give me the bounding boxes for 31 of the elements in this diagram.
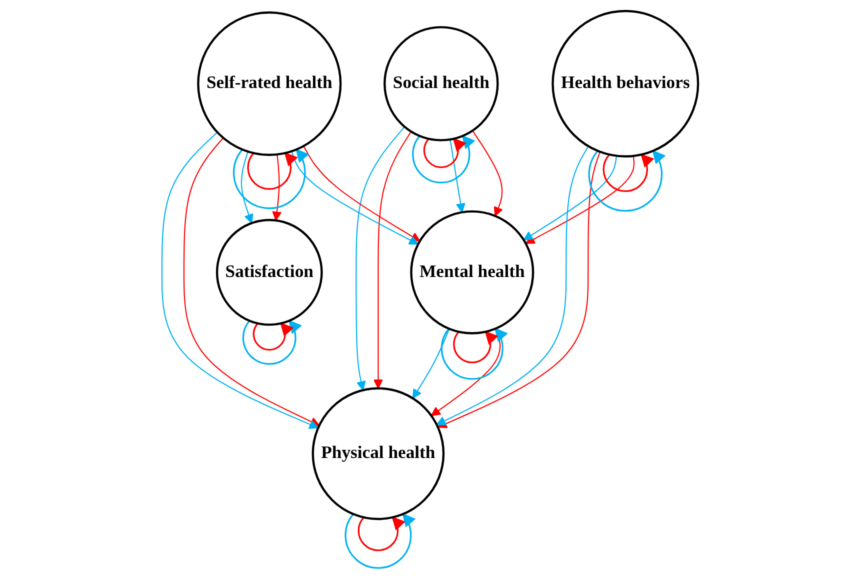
node-circle: Satisfaction xyxy=(216,218,323,326)
self-loop-arrow xyxy=(344,513,416,569)
self-loop-arrow xyxy=(247,152,298,190)
self-loop-arrow xyxy=(233,148,309,210)
self-loop-arrow xyxy=(412,134,476,184)
arrow xyxy=(303,146,420,242)
self-loop-arrow xyxy=(242,320,302,365)
self-loop-arrow xyxy=(423,138,466,168)
self-loop-arrow xyxy=(252,322,294,351)
arrow xyxy=(161,132,319,429)
self-loop-arrow xyxy=(453,330,498,364)
arrow xyxy=(450,139,466,213)
self-loop-arrow xyxy=(602,154,654,192)
node-circle: Health behaviors xyxy=(552,10,700,158)
self-loop-arrow xyxy=(588,150,666,212)
arrow xyxy=(183,138,320,426)
node-circle: Physical health xyxy=(312,387,445,520)
arrow xyxy=(291,151,419,245)
node-circle: Mental health xyxy=(410,210,534,334)
arrow xyxy=(240,151,254,224)
self-loop-arrow xyxy=(358,516,406,552)
arrow xyxy=(356,126,405,391)
arrow xyxy=(412,328,450,399)
arrow xyxy=(523,156,617,240)
node-circle: Social health xyxy=(384,26,499,142)
arrow xyxy=(525,156,635,244)
node-circle: Self-rated health xyxy=(197,11,342,156)
arrow xyxy=(272,154,282,221)
self-loop-arrow xyxy=(440,328,508,380)
arrow xyxy=(373,131,412,389)
arrow xyxy=(472,130,503,216)
